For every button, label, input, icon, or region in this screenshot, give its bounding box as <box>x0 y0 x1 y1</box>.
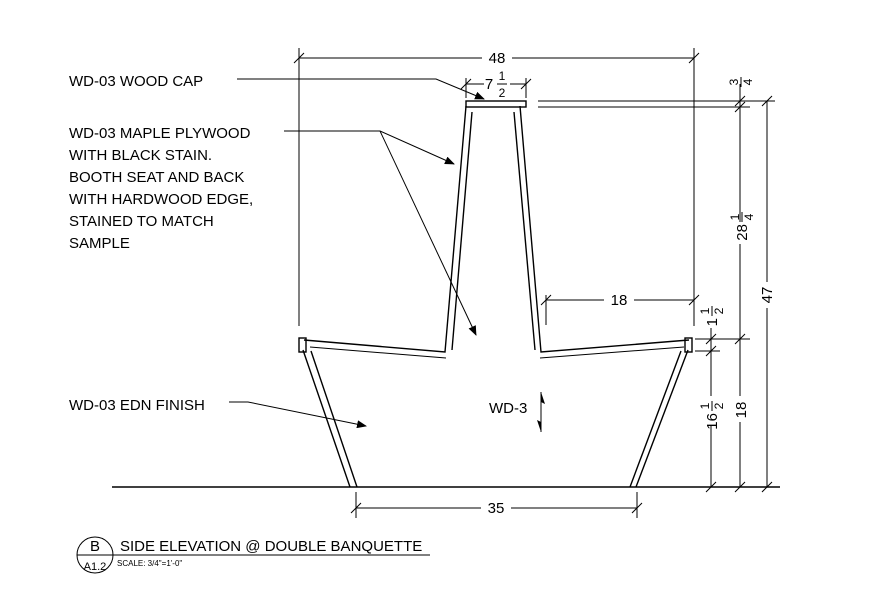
dim-den: 4 <box>741 78 755 85</box>
dim-seat-height: 18 <box>733 402 750 419</box>
detail-letter: B <box>90 538 100 555</box>
dim-seat-depth: 18 <box>540 292 700 325</box>
dim-cap-thickness: 3 4 <box>727 77 755 87</box>
dim-label: 18 <box>611 292 628 309</box>
title-block: B A1.2 SIDE ELEVATION @ DOUBLE BANQUETTE… <box>76 536 430 574</box>
dim-seat-edge: 1 1 2 <box>698 306 726 326</box>
dim-back-height: 28 1 4 <box>728 212 756 241</box>
dim-overall-width: 48 <box>293 48 700 326</box>
dim-label: 47 <box>759 287 776 304</box>
banquette-outline <box>298 100 693 488</box>
dim-num: 1 <box>698 402 712 409</box>
seat-nosing-right <box>684 337 693 353</box>
dim-num: 1 <box>499 69 506 83</box>
dim-whole: 1 <box>704 318 721 326</box>
seat-nosing-left <box>298 337 307 353</box>
dim-den: 2 <box>712 402 726 409</box>
note-plywood-line-3: BOOTH SEAT AND BACK <box>69 169 244 186</box>
dim-label: 35 <box>488 500 505 517</box>
drawing-title: SIDE ELEVATION @ DOUBLE BANQUETTE <box>120 538 422 555</box>
dim-whole: 16 <box>704 413 721 430</box>
note-wood-cap: WD-03 WOOD CAP <box>69 73 203 90</box>
drawing-scale: SCALE: 3/4"=1'-0" <box>117 559 182 568</box>
dim-label: 18 <box>733 402 750 419</box>
dim-overall-height: 47 <box>759 287 776 304</box>
leader-wood-cap: WD-03 WOOD CAP <box>69 73 485 100</box>
note-plywood-line-5: STAINED TO MATCH <box>69 213 214 230</box>
tag-wd3: WD-3 <box>489 392 545 432</box>
dim-den: 2 <box>499 86 506 100</box>
dim-num: 1 <box>698 307 712 314</box>
tag-wd3-label: WD-3 <box>489 400 527 417</box>
note-plywood-line-6: SAMPLE <box>69 235 130 252</box>
dim-base-height: 16 1 2 <box>698 401 726 430</box>
dim-base-width: 35 <box>350 492 643 518</box>
dim-vertical-chain <box>538 84 780 493</box>
dim-cap-width: 7 1 2 <box>460 69 532 100</box>
dim-den: 2 <box>712 307 726 314</box>
sheet-number: A1.2 <box>84 561 107 573</box>
leader-plywood: WD-03 MAPLE PLYWOOD WITH BLACK STAIN. BO… <box>69 125 477 336</box>
wood-cap <box>465 100 527 108</box>
leader-edn-finish: WD-03 EDN FINISH <box>69 397 367 429</box>
dim-num: 1 <box>728 213 742 220</box>
dim-den: 4 <box>742 213 756 220</box>
dim-label: 48 <box>489 50 506 67</box>
note-plywood-line-4: WITH HARDWOOD EDGE, <box>69 191 253 208</box>
dim-num: 3 <box>727 78 741 85</box>
note-edn-finish: WD-03 EDN FINISH <box>69 397 205 414</box>
dim-whole: 7 <box>485 76 493 93</box>
note-plywood-line-2: WITH BLACK STAIN. <box>69 147 212 164</box>
dim-whole: 28 <box>734 224 751 241</box>
note-plywood-line-1: WD-03 MAPLE PLYWOOD <box>69 125 251 142</box>
